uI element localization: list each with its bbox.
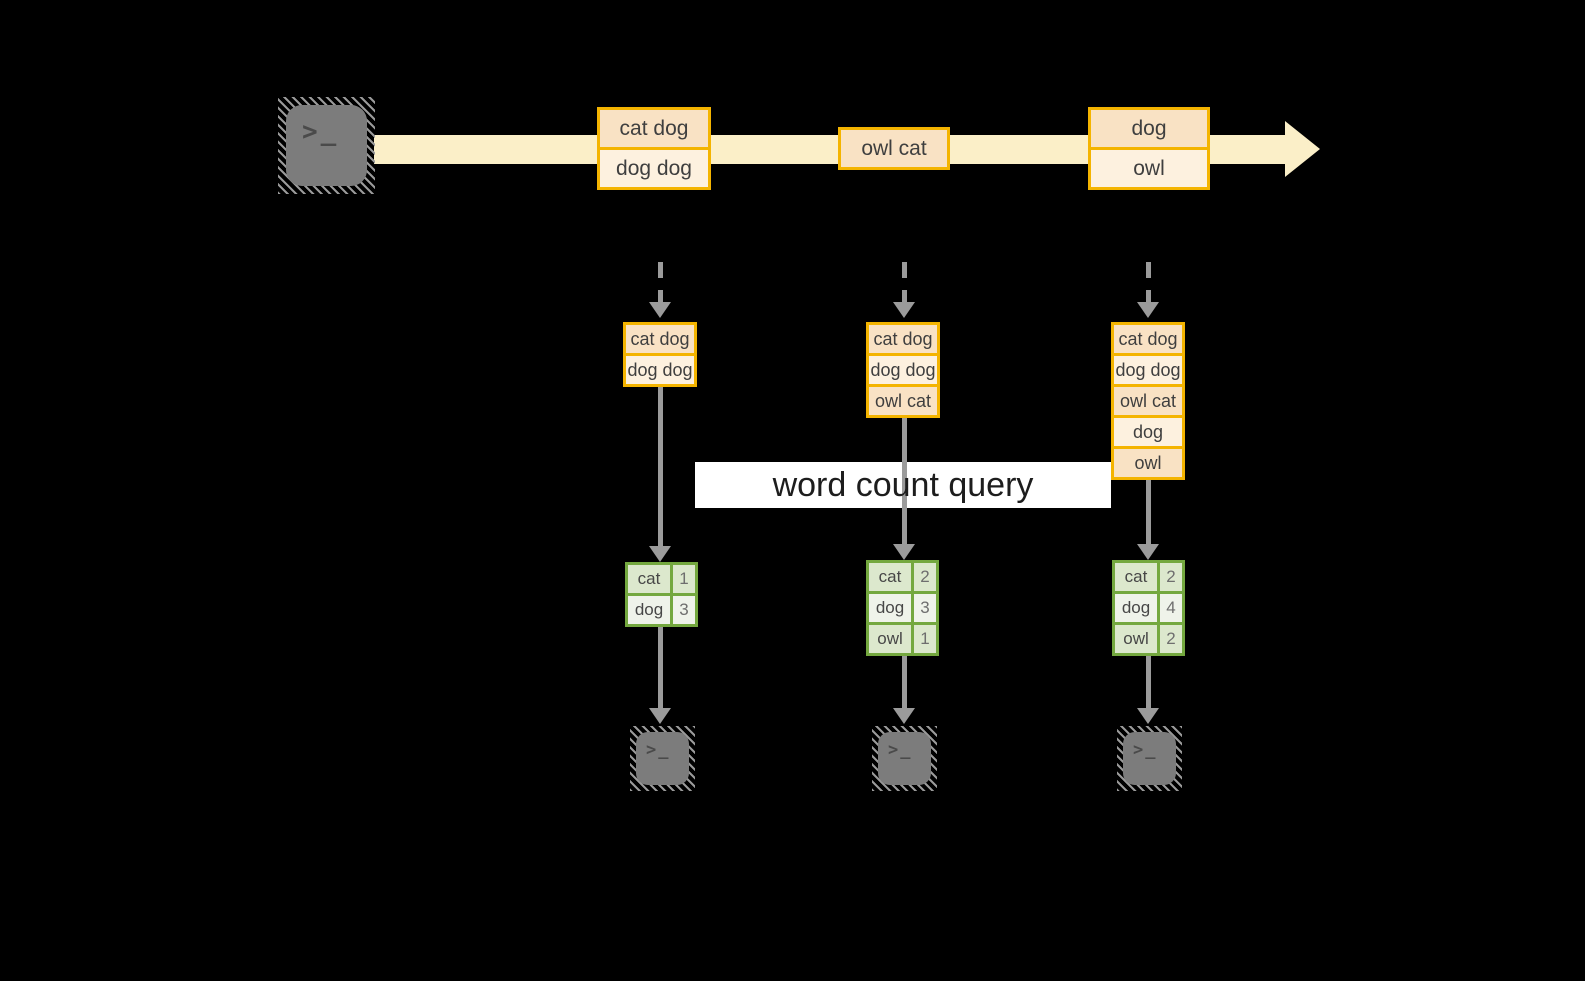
count-word-cell: dog: [869, 594, 911, 622]
state-row: dog: [1114, 415, 1182, 446]
arrow-line: [658, 387, 663, 548]
dashed-arrowhead-icon: [649, 302, 671, 318]
stream-record: owl cat: [841, 130, 947, 167]
terminal-prompt-icon: >_: [646, 740, 671, 760]
count-word-cell: owl: [1115, 625, 1157, 653]
state-row: dog dog: [869, 353, 937, 384]
state-row: owl: [1114, 446, 1182, 477]
arrowhead-icon: [893, 708, 915, 724]
state-row: cat dog: [869, 325, 937, 353]
arrow-line: [1146, 656, 1151, 710]
dashed-arrowhead-icon: [1137, 302, 1159, 318]
input-state-box-2: cat dog dog dog owl cat: [866, 322, 940, 418]
count-value-cell: 1: [914, 625, 936, 653]
arrowhead-icon: [649, 546, 671, 562]
dashed-arrow-line: [658, 262, 663, 302]
dashed-arrow-line: [1146, 262, 1151, 302]
count-word-cell: owl: [869, 625, 911, 653]
arrow-line: [902, 418, 907, 546]
input-state-box-3: cat dog dog dog owl cat dog owl: [1111, 322, 1185, 480]
arrowhead-icon: [1137, 708, 1159, 724]
count-value-cell: 3: [914, 594, 936, 622]
sink-terminal-icon-1: >_: [630, 726, 695, 791]
count-word-cell: dog: [1115, 594, 1157, 622]
sink-terminal-icon-2: >_: [872, 726, 937, 791]
terminal-screen: >_: [878, 732, 931, 785]
count-table-3: cat 2 dog 4 owl 2: [1112, 560, 1185, 656]
count-table-1: cat 1 dog 3: [625, 562, 698, 627]
count-value-cell: 2: [1160, 625, 1182, 653]
stream-event-batch-1: cat dog dog dog: [597, 107, 711, 190]
stream-event-batch-3: dog owl: [1088, 107, 1210, 190]
count-word-cell: cat: [869, 563, 911, 591]
count-value-cell: 2: [914, 563, 936, 591]
arrow-line: [902, 656, 907, 710]
stream-record: cat dog: [600, 110, 708, 147]
sink-terminal-icon-3: >_: [1117, 726, 1182, 791]
arrowhead-icon: [893, 544, 915, 560]
terminal-prompt-icon: >_: [888, 740, 913, 760]
stream-record: dog: [1091, 110, 1207, 147]
state-row: owl cat: [869, 384, 937, 415]
stream-source-terminal-icon: >_: [278, 97, 375, 194]
count-table-2: cat 2 dog 3 owl 1: [866, 560, 939, 656]
arrowhead-icon: [649, 708, 671, 724]
state-row: cat dog: [1114, 325, 1182, 353]
count-word-cell: dog: [628, 596, 670, 624]
state-row: dog dog: [626, 353, 694, 384]
stream-event-batch-2: owl cat: [838, 127, 950, 170]
dashed-arrow-line: [902, 262, 907, 302]
count-value-cell: 2: [1160, 563, 1182, 591]
stream-record: dog dog: [600, 147, 708, 187]
state-row: owl cat: [1114, 384, 1182, 415]
terminal-screen: >_: [286, 105, 367, 186]
state-row: cat dog: [626, 325, 694, 353]
arrowhead-icon: [1137, 544, 1159, 560]
stream-timeline-arrowhead-icon: [1285, 121, 1320, 177]
dashed-arrowhead-icon: [893, 302, 915, 318]
arrow-line: [1146, 480, 1151, 546]
terminal-screen: >_: [636, 732, 689, 785]
count-value-cell: 1: [673, 565, 695, 593]
count-value-cell: 3: [673, 596, 695, 624]
stream-record: owl: [1091, 147, 1207, 187]
terminal-screen: >_: [1123, 732, 1176, 785]
terminal-prompt-icon: >_: [1133, 740, 1158, 760]
arrow-line: [658, 627, 663, 710]
count-word-cell: cat: [628, 565, 670, 593]
terminal-prompt-icon: >_: [302, 117, 340, 147]
count-word-cell: cat: [1115, 563, 1157, 591]
query-label: word count query: [772, 466, 1034, 504]
state-row: dog dog: [1114, 353, 1182, 384]
count-value-cell: 4: [1160, 594, 1182, 622]
input-state-box-1: cat dog dog dog: [623, 322, 697, 387]
